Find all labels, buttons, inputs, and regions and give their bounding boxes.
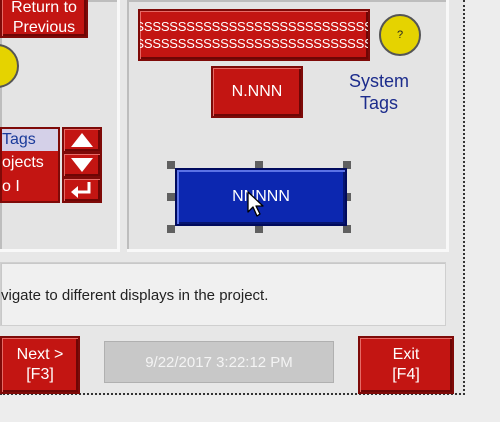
selected-numeric-input-value: NNNNN [232, 188, 290, 205]
selection-outline [167, 161, 351, 233]
exit-button[interactable]: Exit [F4] [358, 336, 454, 394]
next-button[interactable]: Next > [F3] [0, 336, 80, 394]
tag-list-item[interactable]: ojects [2, 154, 44, 171]
datetime-display: 9/22/2017 3:22:12 PM [104, 341, 334, 383]
resize-handle[interactable] [343, 193, 351, 201]
resize-handle[interactable] [343, 161, 351, 169]
scroll-up-icon [71, 133, 93, 147]
return-to-previous-button[interactable]: Return to Previous [0, 0, 88, 38]
return-button-label: Return to Previous [11, 0, 77, 36]
selected-numeric-input[interactable]: NNNNN [175, 168, 347, 226]
resize-handle[interactable] [343, 225, 351, 233]
scroll-down-icon [71, 158, 93, 172]
mouse-pointer-icon [247, 191, 264, 217]
help-icon: ? [396, 29, 404, 41]
enter-button[interactable] [62, 177, 102, 203]
next-button-label: Next > [F3] [16, 346, 64, 383]
scroll-up-button[interactable] [62, 127, 102, 153]
status-message-bar: vigate to different displays in the proj… [0, 262, 446, 326]
numeric-display: N.NNN [211, 66, 303, 118]
resize-handle[interactable] [255, 225, 263, 233]
help-button[interactable]: ? [379, 14, 421, 56]
resize-handle[interactable] [167, 225, 175, 233]
exit-button-label: Exit [F4] [392, 346, 420, 383]
string-display-text: SSSSSSSSSSSSSSSSSSSSSSSSSSSS SSSSSSSSSSS… [138, 19, 370, 51]
enter-icon [71, 182, 91, 198]
tag-list[interactable]: Tags ojects o I [0, 127, 60, 203]
left-panel [0, 0, 120, 252]
numeric-display-value: N.NNN [231, 83, 283, 100]
resize-handle[interactable] [255, 161, 263, 169]
scroll-down-button[interactable] [62, 152, 102, 178]
resize-handle[interactable] [167, 193, 175, 201]
string-display: SSSSSSSSSSSSSSSSSSSSSSSSSSSS SSSSSSSSSSS… [138, 9, 370, 61]
tag-list-item-selected[interactable]: Tags [2, 129, 58, 151]
system-tags-label: System Tags [348, 71, 409, 113]
datetime-text: 9/22/2017 3:22:12 PM [145, 353, 293, 371]
tag-list-item[interactable]: o I [2, 178, 20, 195]
resize-handle[interactable] [167, 161, 175, 169]
status-message: vigate to different displays in the proj… [1, 287, 269, 304]
